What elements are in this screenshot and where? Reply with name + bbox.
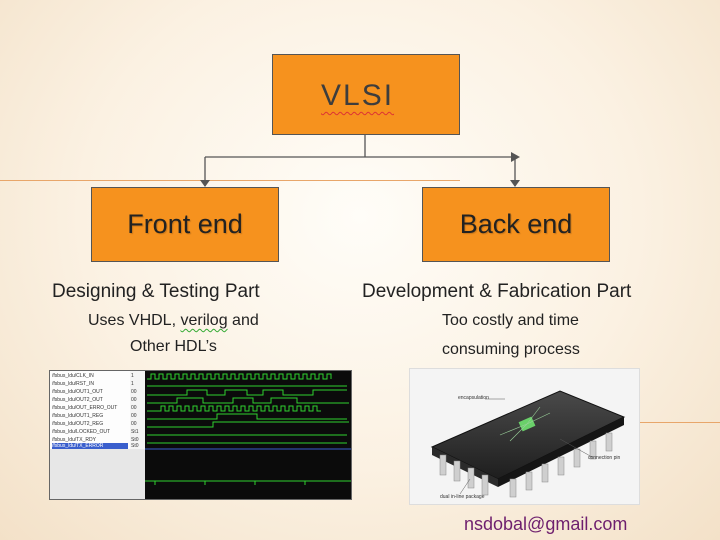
front-desc-part-a: Uses VHDL,	[88, 312, 180, 329]
sim-signal-name: /fsbus_ldu/OUT1_REG	[52, 413, 103, 419]
sim-waveforms	[145, 371, 351, 499]
sim-signal-values: 1 1 00 00 00 00 00 St1 St0 St0	[130, 371, 145, 449]
back-end-box: Back end	[422, 187, 610, 262]
sim-signal-name: /fsbus_ldu/CLK_IN	[52, 373, 94, 379]
sim-signal-value: 1	[131, 381, 134, 387]
front-desc-line2: Other HDL’s	[130, 338, 217, 356]
sim-signal-name: /fsbus_ldu/RST_IN	[52, 381, 94, 387]
wave-reg2	[147, 422, 349, 427]
sim-signal-value: 00	[131, 389, 137, 395]
wave-reg1	[147, 414, 347, 419]
sim-signal-name: /fsbus_ldu/TX_ERROR	[52, 443, 128, 449]
sim-signal-value: 00	[131, 405, 137, 411]
back-heading: Development & Fabrication Part	[362, 281, 631, 303]
arrowhead-right	[510, 180, 520, 187]
ic-chip-image: encapsulation connection pin dual in-lin…	[409, 368, 640, 505]
chip-label-encapsulation: encapsulation	[458, 395, 489, 401]
front-desc-part-c: and	[228, 312, 259, 329]
chip-label-connection-pin: connection pin	[588, 455, 620, 461]
footer-email: nsdobal@gmail.com	[464, 514, 627, 535]
back-desc-line1: Too costly and time	[442, 312, 579, 330]
sim-signal-value: St0	[131, 443, 139, 449]
sim-signal-value: 00	[131, 421, 137, 427]
front-desc-line1: Uses VHDL, verilog and	[88, 312, 259, 330]
sim-signal-name: /fsbus_ldu/OUT_ERRO_OUT	[52, 405, 117, 411]
wave-err	[147, 406, 321, 411]
sim-signal-value: 00	[131, 397, 137, 403]
sim-signal-name: /fsbus_ldu/LOCKED_OUT	[52, 429, 110, 435]
sim-signal-name: /fsbus_ldu/OUT1_OUT	[52, 389, 103, 395]
chip-label-package: dual in-line package	[440, 494, 484, 500]
sim-signal-value: 1	[131, 373, 134, 379]
front-desc-part-b: verilog	[180, 312, 227, 329]
wave-out1	[147, 390, 347, 395]
sim-signal-value: St1	[131, 429, 139, 435]
back-end-label: Back end	[460, 209, 573, 240]
front-end-label: Front end	[127, 209, 243, 240]
title-text: VLSI	[321, 79, 394, 113]
sim-signal-name: /fsbus_ldu/OUT2_REG	[52, 421, 103, 427]
sim-signal-names: /fsbus_ldu/CLK_IN /fsbus_ldu/RST_IN /fsb…	[50, 371, 131, 449]
sim-signal-panel: /fsbus_ldu/CLK_IN /fsbus_ldu/RST_IN /fsb…	[50, 371, 145, 499]
wave-clk	[147, 374, 331, 379]
wave-out2	[147, 398, 349, 403]
back-desc-line2: consuming process	[442, 341, 580, 359]
title-box: VLSI	[272, 54, 460, 135]
front-end-box: Front end	[91, 187, 279, 262]
chip-illustration	[410, 369, 639, 504]
simulation-waveform-image: /fsbus_ldu/CLK_IN /fsbus_ldu/RST_IN /fsb…	[49, 370, 352, 500]
arrowhead-left	[200, 180, 210, 187]
front-heading: Designing & Testing Part	[52, 281, 260, 303]
sim-signal-value: 00	[131, 413, 137, 419]
sim-signal-name: /fsbus_ldu/OUT2_OUT	[52, 397, 103, 403]
